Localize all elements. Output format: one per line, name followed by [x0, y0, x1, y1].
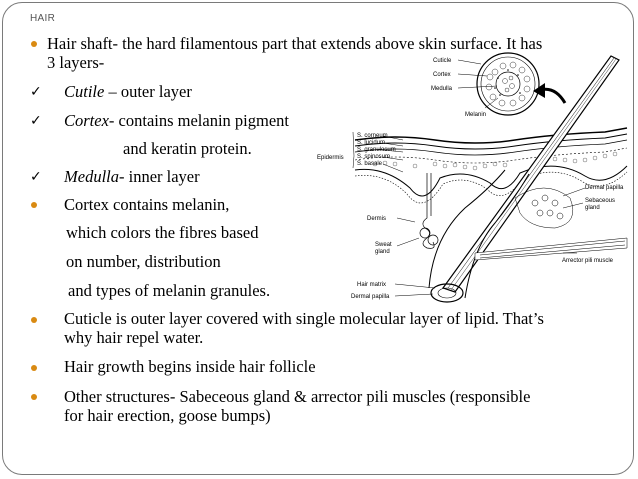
label-melanin: Melanin	[465, 112, 486, 118]
label-s-basale: S. basale	[357, 161, 383, 167]
hair-shaft	[442, 55, 620, 293]
hair-cross-section	[476, 52, 540, 116]
checkmark-icon: ✓	[30, 84, 42, 100]
label-s-spinosum: S. spinosum	[357, 154, 390, 160]
label-s-granulosum: S. granulosum	[357, 147, 396, 153]
point-cuticle-line2: why hair repel water.	[64, 328, 204, 347]
round-bullet-icon	[31, 317, 37, 323]
label-sebaceous-2: gland	[585, 205, 600, 211]
point-melanin-line4: and types of melanin granules.	[68, 281, 271, 300]
point-melanin-line3: on number, distribution	[66, 252, 221, 271]
skin-layers	[354, 127, 628, 204]
round-bullet-icon	[31, 394, 37, 400]
label-arrector: Arrector pili muscle	[562, 258, 614, 264]
label-medulla: Medulla	[431, 86, 453, 92]
cutile-desc: – outer layer	[104, 82, 192, 101]
point-shaft-line2: 3 layers-	[47, 53, 105, 72]
arrector-pili-muscle	[474, 237, 628, 261]
slide-header: HAIR	[30, 13, 56, 24]
cortex-desc: - contains melanin pigment	[108, 111, 290, 130]
point-cortex-line2: and keratin protein.	[123, 139, 252, 158]
label-s-corneum: S. corneum	[357, 133, 388, 139]
point-cutile: Cutile – outer layer	[64, 82, 192, 102]
label-hair-matrix: Hair matrix	[357, 282, 386, 288]
point-medulla: Medulla- inner layer	[64, 167, 200, 187]
label-dermal-papilla: Dermal papilla	[351, 294, 390, 300]
label-cortex: Cortex	[433, 72, 451, 78]
slide-frame	[2, 2, 634, 475]
label-sweat-gland-1: Sweat	[375, 242, 392, 248]
label-dermis: Dermis	[367, 216, 386, 222]
sweat-gland	[419, 173, 439, 249]
round-bullet-icon	[31, 41, 37, 47]
label-sebaceous-1: Sebaceous	[585, 198, 615, 204]
checkmark-icon: ✓	[30, 113, 42, 129]
point-melanin-line1: Cortex contains melanin,	[64, 195, 230, 214]
point-cortex: Cortex- contains melanin pigment	[64, 111, 289, 131]
point-other-line1: Other structures- Sabeceous gland & arre…	[64, 387, 531, 406]
point-growth: Hair growth begins inside hair follicle	[64, 357, 316, 376]
medulla-term: Medulla	[64, 167, 119, 186]
hair-structure-diagram: Cuticle Cortex Medulla Melanin Epidermis…	[317, 52, 628, 303]
medulla-desc: - inner layer	[119, 167, 200, 186]
round-bullet-icon	[31, 202, 37, 208]
sebaceous-gland	[514, 187, 574, 229]
label-sweat-gland-2: gland	[375, 249, 390, 255]
cortex-term: Cortex	[64, 111, 109, 130]
label-s-lucidum: S. lucidum	[357, 140, 385, 146]
label-cuticle: Cuticle	[433, 58, 452, 64]
point-other-line2: for hair erection, goose bumps)	[64, 406, 271, 425]
round-bullet-icon	[31, 365, 37, 371]
point-cuticle-line1: Cuticle is outer layer covered with sing…	[64, 309, 544, 328]
label-dermal-papilla-right: Dermal papilla	[585, 185, 624, 191]
checkmark-icon: ✓	[30, 169, 42, 185]
cutile-term: Cutile	[64, 82, 105, 101]
hair-follicle	[428, 169, 530, 303]
point-melanin-line2: which colors the fibres based	[66, 223, 259, 242]
label-epidermis: Epidermis	[317, 155, 344, 161]
point-shaft-line1: Hair shaft- the hard filamentous part th…	[47, 34, 543, 53]
